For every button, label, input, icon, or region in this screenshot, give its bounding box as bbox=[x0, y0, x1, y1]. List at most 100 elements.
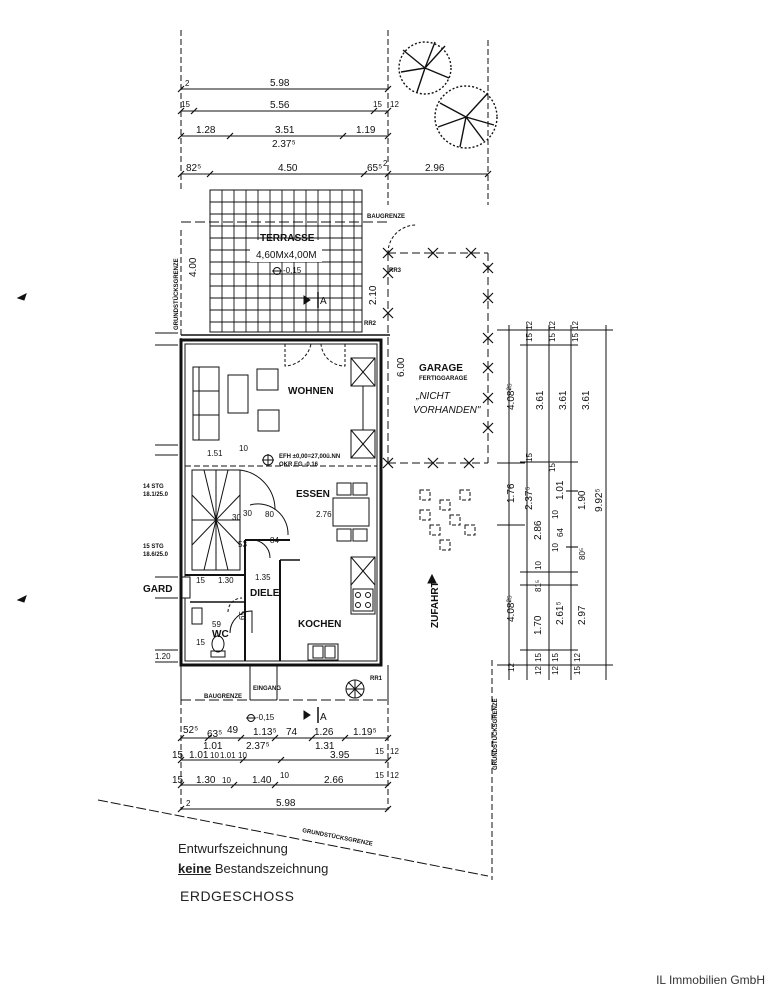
top-dim-r1-0: 2 bbox=[185, 79, 190, 88]
right-c3-8: 2.61⁵ bbox=[555, 601, 566, 625]
right-c5-0: 9.92⁵ bbox=[594, 488, 605, 512]
bottom-dim-r4-2: 10 bbox=[222, 776, 231, 785]
building-line-top-label: BAUGRENZE bbox=[367, 214, 405, 220]
hall-dim-15: 15 bbox=[196, 576, 205, 585]
entrance-label: EINGANG bbox=[253, 686, 281, 692]
living-width-dim: 1.51 bbox=[207, 449, 223, 458]
bottom-dim-r4-6: 15 bbox=[375, 771, 384, 780]
building-line-bottom-label: BAUGRENZE bbox=[204, 694, 242, 700]
hall-label: DIELE bbox=[250, 588, 280, 599]
garage-sub-label: FERTIGGARAGE bbox=[419, 376, 467, 382]
not-as-built-note: keine Bestandszeichnung bbox=[178, 861, 328, 876]
stair-dim-53: 53 bbox=[238, 540, 247, 549]
top-dim-r3-1: 3.51 bbox=[275, 125, 295, 136]
right-c3-0: 15 bbox=[548, 333, 557, 342]
right-c2-1: 12 bbox=[525, 321, 534, 330]
stair2-ratio: 18.6/25.0 bbox=[143, 552, 169, 558]
right-c3-4: 1.01 bbox=[555, 480, 566, 500]
right-c4-3: 1.90 bbox=[577, 490, 588, 510]
right-c3-1: 12 bbox=[548, 321, 557, 330]
not-as-built-prefix: keine bbox=[178, 861, 212, 876]
right-c4-1: 12 bbox=[571, 321, 580, 330]
right-c2-9: 15 bbox=[534, 653, 543, 662]
bottom-dim-r4-0: 15 bbox=[172, 775, 184, 786]
right-c1-3: 12 bbox=[507, 663, 516, 672]
bottom-dim-r1-6: 1.19⁵ bbox=[353, 727, 377, 738]
right-c1-0: 4.08²⁵ bbox=[506, 383, 517, 410]
bottom-dim-r2-2: 1.31 bbox=[315, 741, 335, 752]
bottom-dim-r1-4: 74 bbox=[286, 727, 298, 738]
right-c1-1: 1.76 bbox=[506, 483, 517, 503]
stair-dim-80: 80 bbox=[265, 510, 274, 519]
bottom-dim-r5-0: 2 bbox=[186, 799, 191, 808]
dining-width-dim: 2.76 bbox=[316, 510, 332, 519]
stair1-ratio: 18.1/25.0 bbox=[143, 492, 169, 498]
top-dim-r3-2: 1.19 bbox=[356, 125, 376, 136]
bottom-dim-r1-0: 52⁵ bbox=[183, 725, 198, 736]
bottom-dim-r1-5: 1.26 bbox=[314, 727, 334, 738]
stair-dim-30a: 30 bbox=[243, 509, 252, 518]
top-dim-r4-0: 82⁵ bbox=[186, 163, 201, 174]
terrace-level: -0,15 bbox=[283, 266, 302, 275]
top-dim-r3-3: 2.37⁵ bbox=[272, 139, 296, 150]
bottom-dim-r4-1: 1.30 bbox=[196, 775, 216, 786]
right-c3-7: 10 bbox=[551, 543, 560, 552]
top-dim-r4-2: 65⁵ bbox=[367, 163, 382, 174]
right-c4-0: 15 bbox=[571, 333, 580, 342]
hall-dim-130: 1.30 bbox=[218, 576, 234, 585]
terrace-side-dim: 2.10 bbox=[368, 285, 379, 305]
top-dim-r2-1: 5.56 bbox=[270, 100, 290, 111]
right-c4-5: 2.97 bbox=[577, 605, 588, 625]
bottom-dim-r4-7: 12 bbox=[390, 771, 399, 780]
right-c3-10: 12 bbox=[551, 666, 560, 675]
bottom-dim-r2-1: 2.37⁵ bbox=[246, 741, 270, 752]
bottom-dim-r3-1: 1.01 bbox=[189, 750, 209, 761]
wc-label: WC bbox=[212, 629, 229, 640]
wc-dim-65: 65 bbox=[238, 611, 247, 620]
stair-dim-30b: 30 bbox=[232, 513, 241, 522]
section-a-top: A bbox=[320, 296, 327, 307]
top-dim-r4-1: 4.50 bbox=[278, 163, 298, 174]
bottom-dim-r3-7: 12 bbox=[390, 747, 399, 756]
top-dim-r4-3: 2 bbox=[383, 159, 388, 168]
right-c2-7: 10 bbox=[534, 561, 543, 570]
top-dim-r2-2: 15 bbox=[373, 100, 382, 109]
terrace-label: TERRASSE bbox=[260, 233, 315, 244]
right-c3-5: 10 bbox=[551, 510, 560, 519]
stair1-label: 14 STG bbox=[143, 484, 164, 490]
right-c3-6: 64 bbox=[556, 528, 565, 537]
wc-dim-15: 15 bbox=[196, 638, 205, 647]
wc-dim-59: 59 bbox=[212, 620, 221, 629]
right-c4-4: 80⁵ bbox=[578, 548, 587, 560]
terrace-size: 4,60Mx4,00M bbox=[256, 250, 317, 261]
right-c3-2: 3.61 bbox=[558, 390, 569, 410]
bottom-dim-r1-1: 63⁵ bbox=[207, 729, 222, 740]
property-line-right-label: GRUNDSTÜCKSGRENZE bbox=[492, 698, 499, 770]
bottom-dim-r1-3: 1.13⁵ bbox=[253, 727, 277, 738]
right-c2-10: 12 bbox=[534, 666, 543, 675]
bottom-dim-r4-5: 2.66 bbox=[324, 775, 344, 786]
garage-label: GARAGE bbox=[419, 363, 463, 374]
right-c2-8: 1.70 bbox=[533, 615, 544, 635]
top-dim-r4-4: 2.96 bbox=[425, 163, 445, 174]
wardrobe-label: GARD bbox=[143, 584, 172, 595]
okr-label: OKR EG -0,16 bbox=[279, 462, 319, 468]
right-c2-0: 15 bbox=[525, 333, 534, 342]
bottom-dim-r3-4: 10 bbox=[238, 751, 247, 760]
rr2-label: RR2 bbox=[364, 321, 377, 327]
bottom-dim-r2-0: 1.01 bbox=[203, 741, 223, 752]
stair2-label: 15 STG bbox=[143, 544, 164, 550]
stair-dim-84: 84 bbox=[270, 536, 279, 545]
right-c2-6: 81⁵ bbox=[534, 580, 543, 592]
terrace-depth-dim: 4.00 bbox=[188, 257, 199, 277]
right-c2-3: 15 bbox=[525, 453, 534, 462]
property-line-bottom-label: GRUNDSTÜCKSGRENZE bbox=[302, 827, 374, 848]
right-c2-2: 3.61 bbox=[535, 390, 546, 410]
right-c3-3: 15 bbox=[548, 463, 557, 472]
floor-title: ERDGESCHOSS bbox=[180, 888, 295, 904]
bottom-dim-r3-5: 3.95 bbox=[330, 750, 350, 761]
rr1-label: RR1 bbox=[370, 676, 383, 682]
top-dim-r3-0: 1.28 bbox=[196, 125, 216, 136]
rr3-label: RR3 bbox=[389, 268, 402, 274]
